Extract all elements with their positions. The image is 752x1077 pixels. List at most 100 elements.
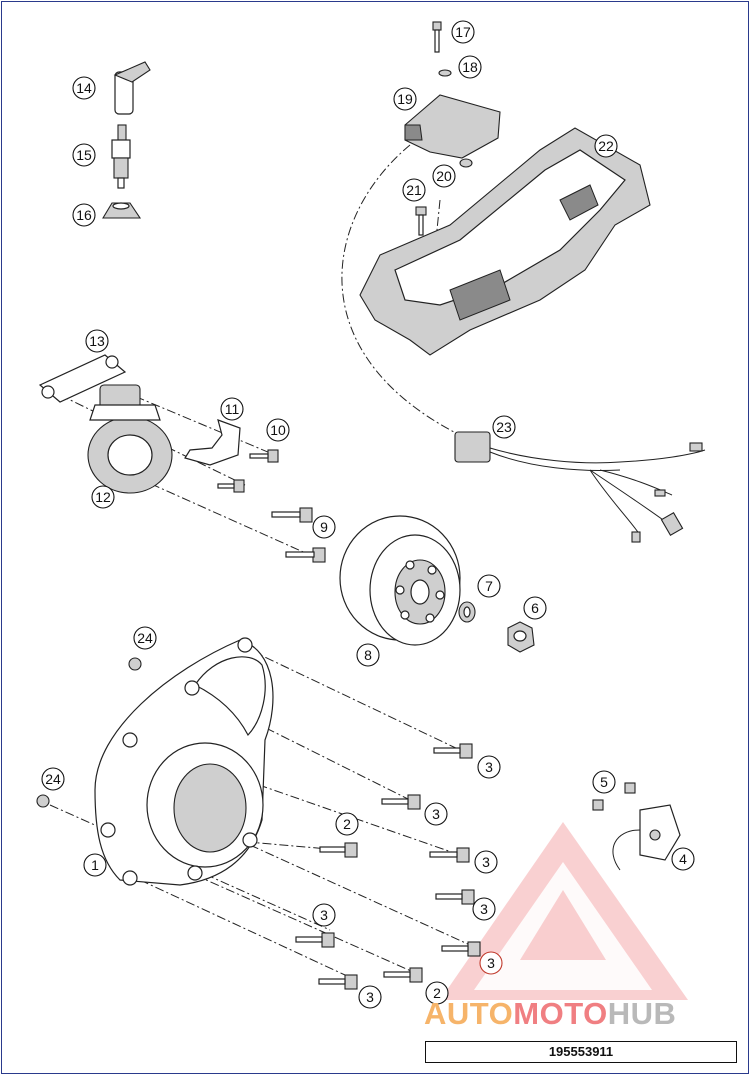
svg-text:18: 18 [462,59,478,75]
watermark-part-hub: HUB [607,996,677,1031]
svg-text:15: 15 [76,147,92,163]
svg-text:10: 10 [270,422,286,438]
watermark-part-moto: MOTO [513,996,608,1031]
callout-21: 21 [402,178,426,202]
callout-3d: 3 [472,897,496,921]
part-plug-24a [128,657,142,671]
part-seal-16 [102,202,142,219]
part-screw-12a [217,479,245,493]
callout-16: 16 [72,203,96,227]
part-holder-22 [359,127,651,356]
svg-text:14: 14 [76,80,92,96]
callout-19: 19 [393,87,417,111]
svg-text:9: 9 [320,519,328,535]
watermark-logo [440,822,688,1000]
part-washer-7-hole [463,606,471,618]
part-screw-10 [249,449,279,463]
callout-3f: 3 [479,951,503,975]
part-spark-plug-15 [111,124,131,189]
part-plug-cap-14 [113,61,151,115]
part-stator-12 [87,384,173,494]
callout-23: 23 [492,415,516,439]
svg-text:20: 20 [436,168,452,184]
svg-text:13: 13 [89,333,105,349]
part-bracket-13 [38,354,127,403]
svg-text:12: 12 [95,489,111,505]
callout-24b: 24 [41,767,65,791]
callouts: 17 18 19 20 21 22 14 15 16 13 11 10 12 9… [41,20,695,1009]
callout-3a: 3 [477,755,501,779]
svg-text:1: 1 [91,857,99,873]
callout-3b: 3 [424,802,448,826]
svg-text:4: 4 [679,851,687,867]
part-harness-23 [454,431,706,543]
callout-13: 13 [85,329,109,353]
callout-2a: 2 [335,812,359,836]
watermark-part-auto: AUTO [424,996,514,1031]
callout-3c: 3 [474,850,498,874]
callout-9: 9 [312,515,336,539]
callout-17: 17 [451,20,475,44]
callout-3e: 3 [312,903,336,927]
svg-text:3: 3 [487,955,495,971]
part-screw-9b [285,547,326,563]
part-bolt-17 [432,21,442,53]
callout-5: 5 [592,770,616,794]
svg-text:24: 24 [45,771,61,787]
callout-24a: 24 [133,626,157,650]
callout-12: 12 [91,485,115,509]
part-screws-5 [592,782,636,811]
part-nut-6 [507,621,535,653]
svg-text:5: 5 [600,774,608,790]
part-cover-19 [404,94,501,159]
callout-2b: 2 [425,981,449,1005]
part-washer-18 [438,69,452,77]
part-screw-21 [415,206,427,236]
part-rotor-8 [339,515,461,646]
svg-text:3: 3 [320,907,328,923]
callout-1: 1 [83,853,107,877]
callout-4: 4 [671,847,695,871]
part-bracket-11 [184,419,241,466]
svg-text:24: 24 [137,630,153,646]
svg-text:8: 8 [364,647,372,663]
document-number: 195553911 [425,1041,737,1063]
part-cover-1 [94,637,274,886]
callout-3g: 3 [358,985,382,1009]
callout-6: 6 [523,596,547,620]
callout-14: 14 [72,76,96,100]
callout-8: 8 [356,643,380,667]
svg-text:6: 6 [531,600,539,616]
svg-text:3: 3 [432,806,440,822]
watermark-text: AUTOMOTOHUB [424,996,676,1032]
part-screw-9a [271,507,313,523]
svg-text:16: 16 [76,207,92,223]
svg-text:19: 19 [397,91,413,107]
svg-text:21: 21 [406,182,422,198]
callout-22: 22 [594,134,618,158]
callout-7: 7 [477,574,501,598]
svg-text:11: 11 [225,401,240,417]
svg-text:7: 7 [485,578,493,594]
part-screws-cover [295,743,481,990]
svg-text:3: 3 [485,759,493,775]
callout-15: 15 [72,143,96,167]
part-coil-4 [612,804,681,871]
svg-text:17: 17 [455,24,471,40]
callout-18: 18 [458,55,482,79]
svg-text:2: 2 [343,816,351,832]
svg-text:23: 23 [496,419,512,435]
svg-text:3: 3 [366,989,374,1005]
callout-20: 20 [432,164,456,188]
svg-text:22: 22 [598,138,614,154]
callout-11: 11 [220,397,244,421]
svg-text:2: 2 [433,985,441,1001]
part-grommet-20 [459,158,473,168]
svg-text:3: 3 [482,854,490,870]
svg-text:3: 3 [480,901,488,917]
callout-10: 10 [266,418,290,442]
part-plug-24b [36,794,50,808]
